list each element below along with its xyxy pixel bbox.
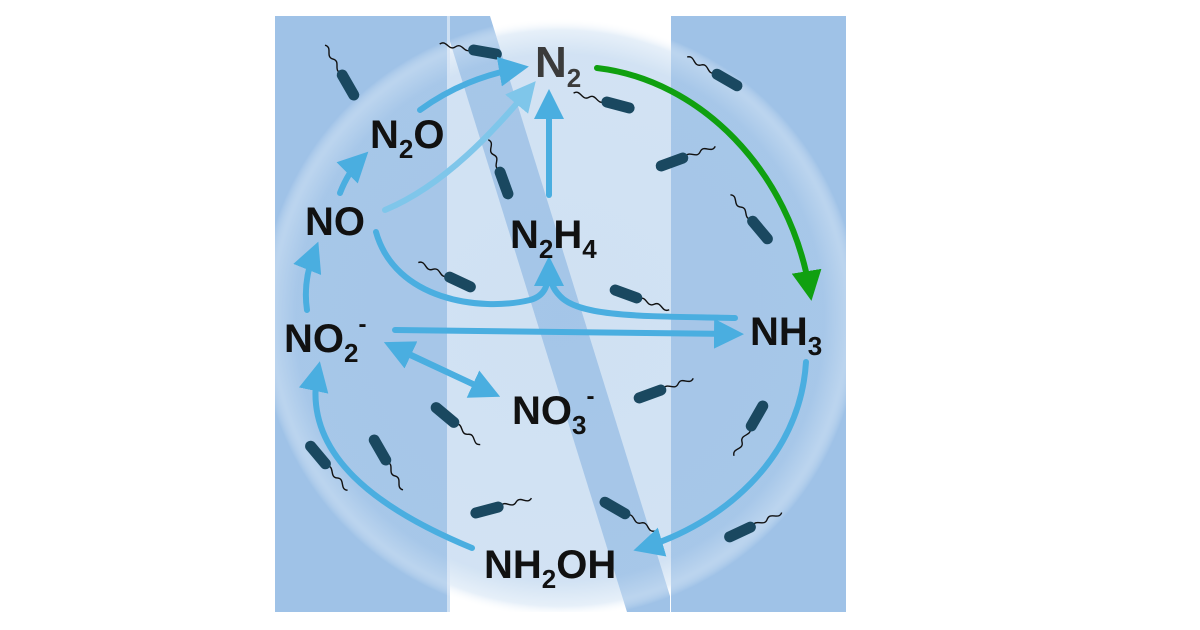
label-no: NO	[305, 200, 365, 244]
label-no2: NO2-	[284, 311, 366, 368]
label-n2o: N2O	[370, 113, 444, 164]
label-n2: N2	[535, 38, 581, 93]
glow-circle	[275, 18, 846, 612]
arrow-nh2oh-to-no2	[298, 361, 475, 551]
label-n2h4: N2H4	[510, 213, 597, 264]
label-no3: NO3-	[512, 383, 594, 440]
arrow-nh3-to-nh2oh	[633, 359, 809, 557]
arrows-layer	[293, 56, 822, 557]
arrow-no-to-n2	[382, 81, 536, 213]
arrow-n2o-to-n2	[417, 56, 529, 113]
arrow-no2-to-no	[293, 241, 322, 313]
arrow-no-to-n2h4	[373, 229, 564, 308]
arrow-nh3-to-n2h4	[546, 267, 738, 321]
label-nh2oh: NH2OH	[484, 543, 616, 594]
background-panels	[275, 16, 846, 612]
arrow-no-to-n2o	[336, 151, 369, 196]
arrow-no2-to-nh3	[392, 318, 744, 349]
gap-left-tint	[447, 16, 450, 612]
labels-layer: N2 N2O NO N2H4 NO2- NH3 NO3- NH2OH	[284, 38, 822, 594]
arrow-n2-to-nh3	[594, 65, 822, 301]
label-nh3: NH3	[750, 310, 822, 361]
arrow-no3-to-no2	[383, 341, 495, 396]
